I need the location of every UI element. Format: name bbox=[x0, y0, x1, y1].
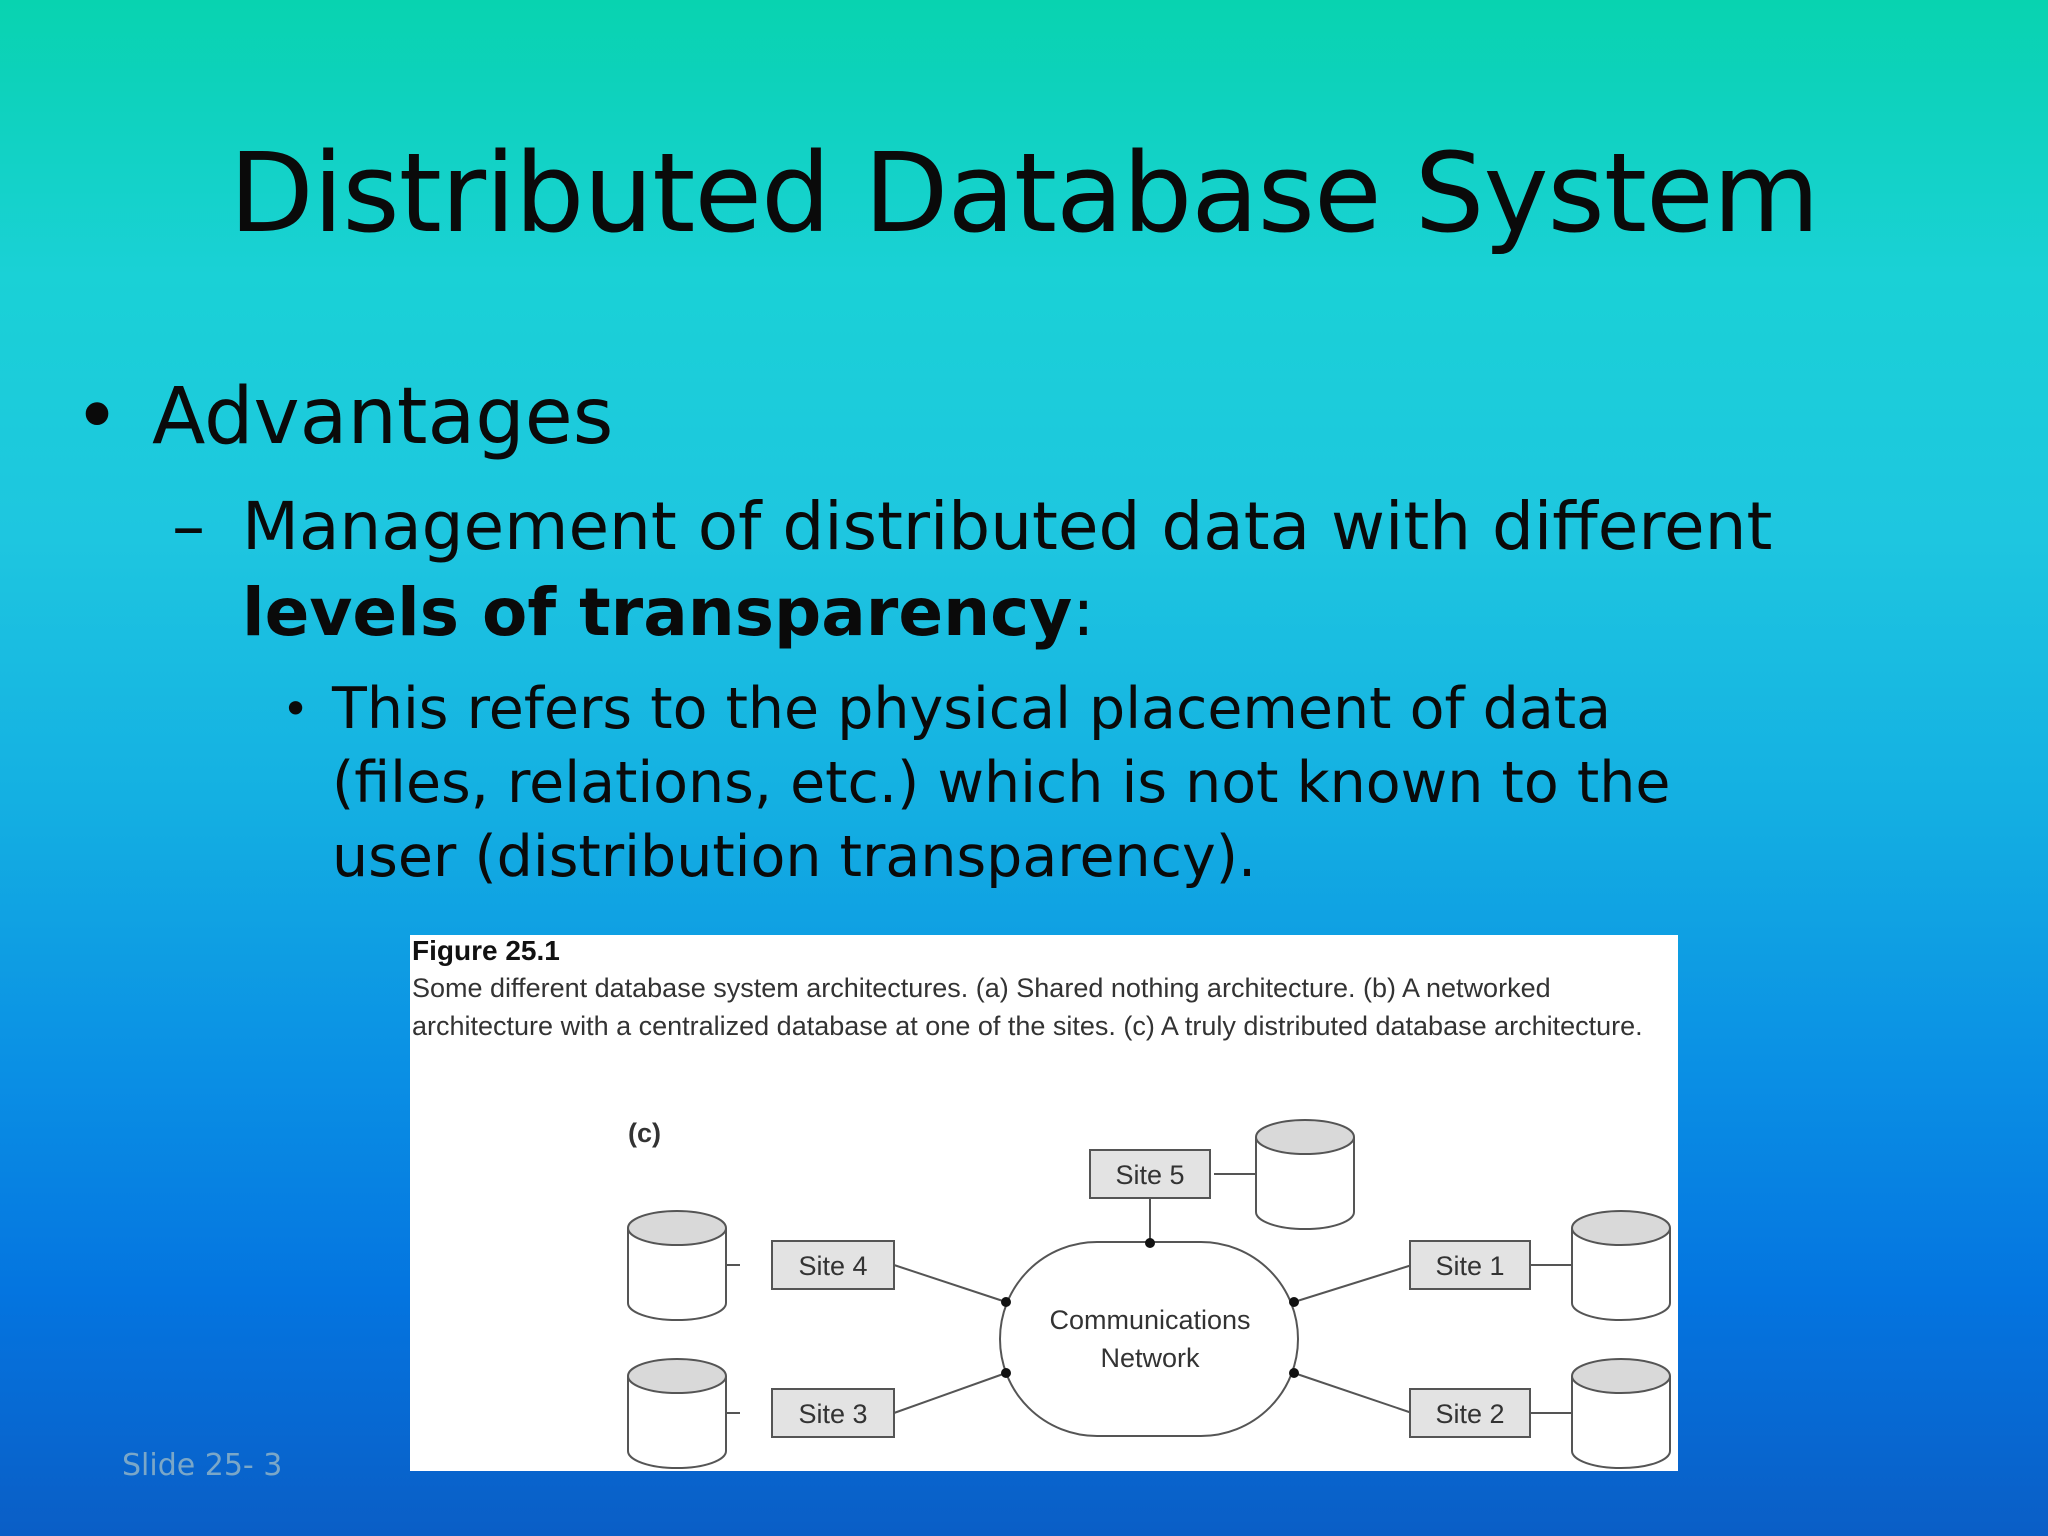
site-3-box bbox=[771, 1388, 895, 1438]
bullet-dot-icon: • bbox=[74, 372, 121, 462]
database-icon bbox=[627, 1358, 727, 1469]
bullet-management-text: Management of distributed data with diff… bbox=[242, 484, 1862, 656]
network-label-line2: Network bbox=[1100, 1343, 1200, 1373]
site-4-label: Site 4 bbox=[798, 1251, 867, 1281]
network-links bbox=[726, 1173, 1572, 1414]
database-icon bbox=[1571, 1210, 1671, 1321]
database-icon bbox=[1571, 1358, 1671, 1469]
distributed-architecture-diagram: (c) Communications Network bbox=[627, 1118, 1671, 1469]
site-1-label: Site 1 bbox=[1435, 1251, 1504, 1281]
bullet-management-prefix: Management of distributed data with diff… bbox=[242, 488, 1773, 565]
figure-label: Figure 25.1 bbox=[412, 935, 560, 966]
figure-caption: Some different database system architect… bbox=[412, 973, 1643, 1041]
communications-network-node bbox=[999, 1241, 1299, 1437]
panel-label: (c) bbox=[628, 1118, 661, 1148]
bullet-advantages-text: Advantages bbox=[152, 372, 614, 462]
site-2-box bbox=[1409, 1388, 1531, 1438]
site-1-box bbox=[1409, 1240, 1531, 1290]
bullet-dot-icon: • bbox=[282, 682, 310, 736]
database-cylinders bbox=[627, 1119, 1671, 1469]
bullet-management-bold: levels of transparency bbox=[242, 574, 1073, 651]
bullet-management-suffix: : bbox=[1072, 574, 1095, 651]
site-3-label: Site 3 bbox=[798, 1399, 867, 1429]
site-5-box bbox=[1089, 1149, 1211, 1199]
site-5-label: Site 5 bbox=[1115, 1160, 1184, 1190]
slide-title: Distributed Database System bbox=[229, 129, 1820, 257]
site-4-box bbox=[771, 1240, 895, 1290]
database-icon bbox=[1255, 1119, 1355, 1230]
dash-marker-icon: – bbox=[172, 488, 205, 565]
bullet-distribution-text: This refers to the physical placement of… bbox=[332, 676, 1671, 890]
slide-number: Slide 25- 3 bbox=[122, 1448, 283, 1483]
database-icon bbox=[627, 1210, 727, 1321]
network-junctions bbox=[1001, 1238, 1299, 1378]
network-label-line1: Communications bbox=[1049, 1305, 1250, 1335]
figure-25-1: Figure 25.1 Some different database syst… bbox=[410, 935, 1678, 1471]
site-2-label: Site 2 bbox=[1435, 1399, 1504, 1429]
